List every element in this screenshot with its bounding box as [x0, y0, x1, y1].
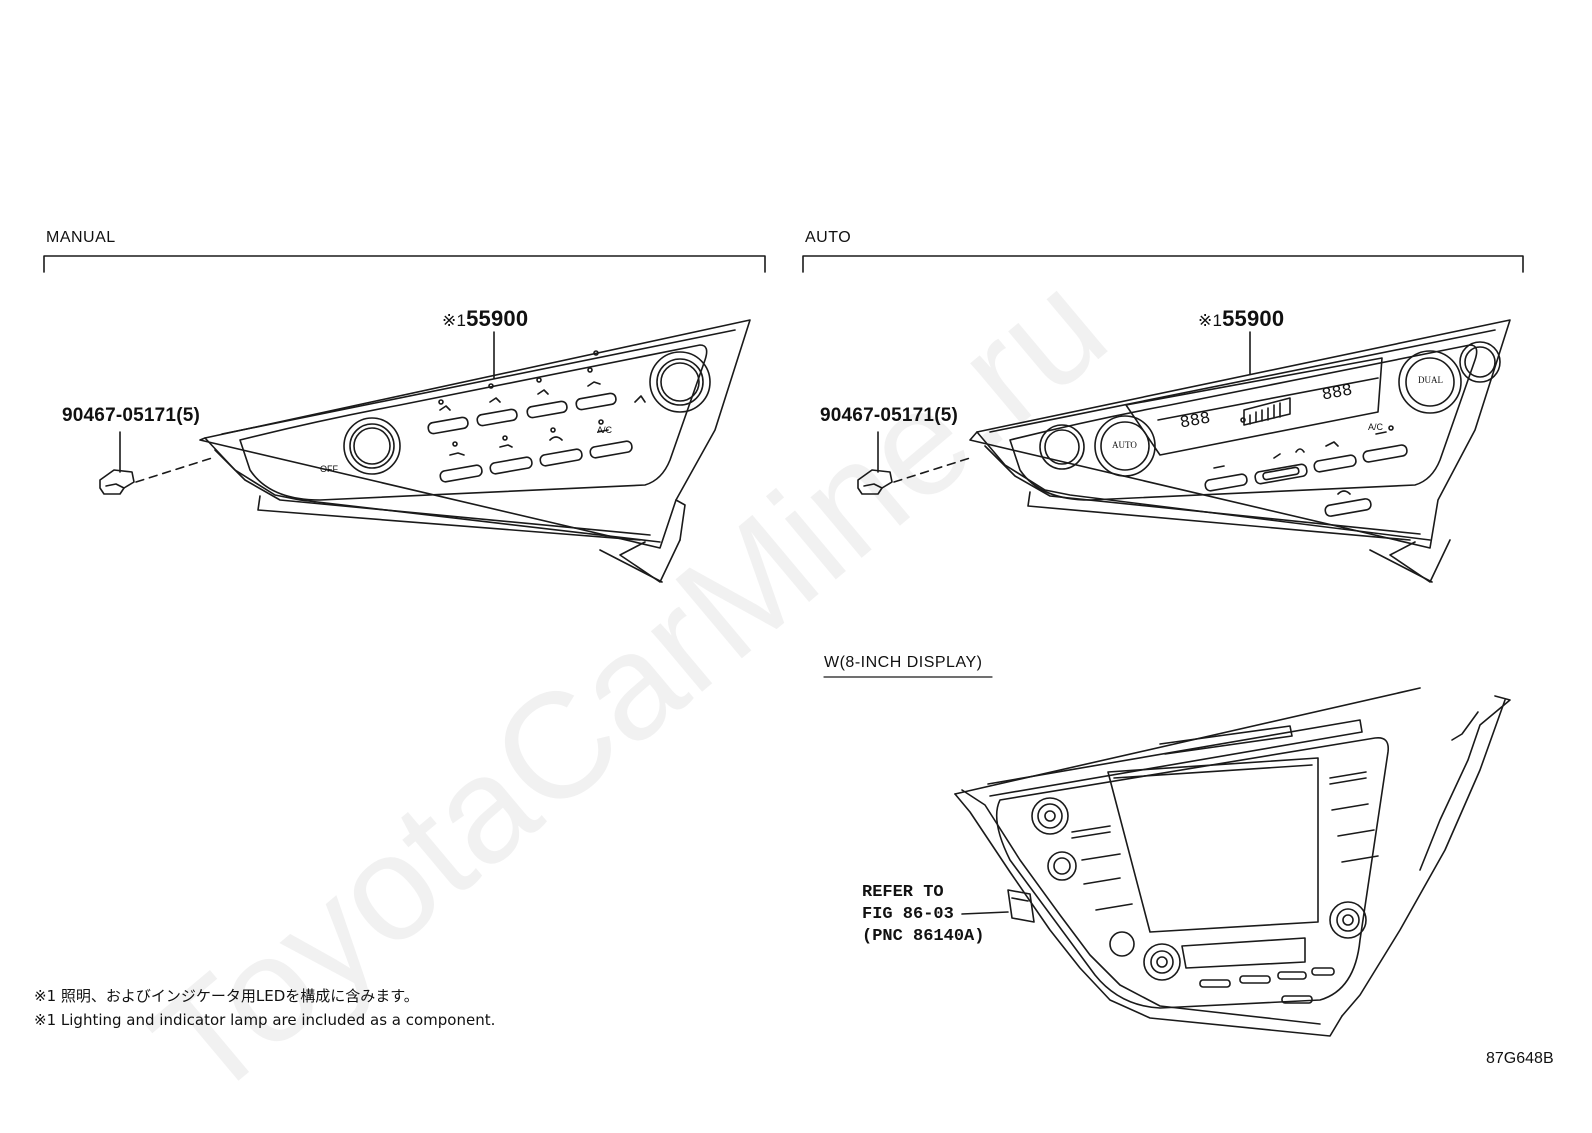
- manual-off-label: OFF: [320, 464, 338, 474]
- manual-ac-label: A/C: [597, 425, 613, 435]
- reference-line-2: FIG 86-03: [862, 905, 954, 924]
- reference-line-3: (PNC 86140A): [862, 927, 985, 946]
- auto-clip-part: [857, 431, 971, 495]
- note-english: ※1 Lighting and indicator lamp are inclu…: [34, 1008, 495, 1032]
- figure-code: 87G648B: [1486, 1050, 1554, 1067]
- dual-knob-label: DUAL: [1418, 375, 1443, 385]
- display-audio-panel: [954, 687, 1511, 1037]
- note-text: Lighting and indicator lamp are included…: [60, 1011, 496, 1029]
- manual-main-part-number: ※155900: [442, 306, 528, 332]
- manual-clip-part: [99, 431, 213, 495]
- auto-clip-part-number: 90467-05171(5): [820, 405, 959, 426]
- auto-main-part-mark: ※1: [1198, 311, 1223, 330]
- note-text: 照明、およびインジケータ用LEDを構成に含みます。: [60, 987, 419, 1005]
- manual-clip-part-number: 90467-05171(5): [62, 405, 201, 426]
- display-reference-text: REFER TO FIG 86-03 (PNC 86140A): [862, 882, 984, 948]
- display-reference-leader: [961, 911, 1009, 915]
- auto-knob-label: AUTO: [1112, 440, 1137, 450]
- note-japanese: ※1 照明、およびインジケータ用LEDを構成に含みます。: [34, 984, 495, 1008]
- display-section-label: W(8-INCH DISPLAY): [824, 654, 983, 671]
- notes-block: ※1 照明、およびインジケータ用LEDを構成に含みます。 ※1 Lighting…: [34, 984, 495, 1032]
- auto-main-part-value: 55900: [1222, 306, 1285, 331]
- reference-line-1: REFER TO: [862, 883, 944, 902]
- manual-climate-panel: [199, 319, 751, 583]
- manual-main-part-value: 55900: [466, 306, 529, 331]
- auto-section-label: AUTO: [805, 229, 852, 246]
- auto-ac-label: A/C: [1368, 422, 1384, 432]
- note-mark: ※1: [34, 987, 57, 1005]
- manual-section-bracket: [43, 255, 766, 273]
- auto-main-part-number: ※155900: [1198, 306, 1284, 332]
- note-mark: ※1: [34, 1011, 57, 1029]
- manual-main-part-mark: ※1: [442, 311, 467, 330]
- manual-section-label: MANUAL: [46, 229, 116, 246]
- diagram-artwork: [43, 255, 1524, 1037]
- auto-climate-panel: [969, 319, 1511, 583]
- auto-section-bracket: [802, 255, 1524, 273]
